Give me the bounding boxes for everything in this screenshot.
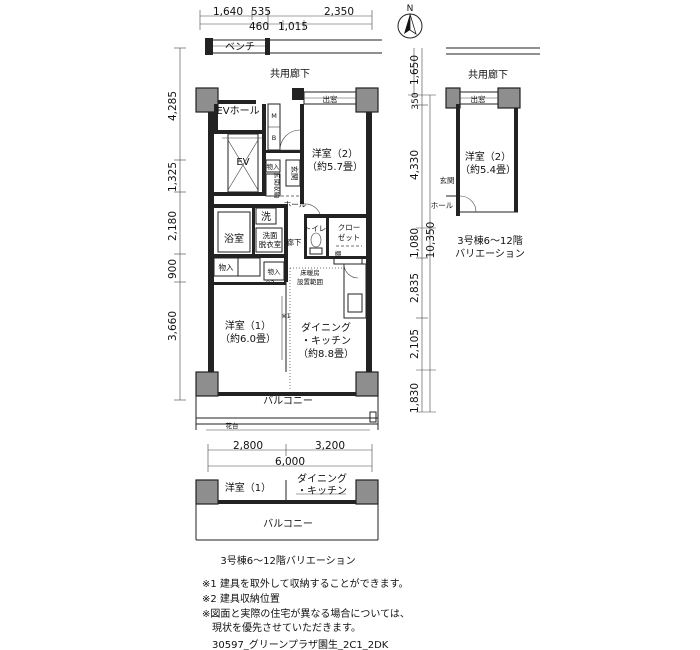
corridor-label: 共用廊下: [270, 67, 310, 80]
storage-small-label: 物入: [267, 162, 281, 171]
toilet-label: トイレ: [304, 224, 327, 233]
dim-top-2: 535: [251, 6, 271, 18]
bot-balcony-label: バルコニー: [263, 518, 313, 530]
north-arrow-icon: [397, 13, 423, 39]
dim-left-2: 1,325: [167, 162, 179, 192]
dim-right-8: 1,830: [409, 383, 421, 413]
dim-left-3: 2,180: [167, 211, 179, 241]
western-room-2: [303, 203, 366, 218]
left-dimension-lines: [174, 47, 186, 401]
var-caption-1: 3号棟6～12階: [457, 234, 522, 247]
mb-label-2: B: [272, 134, 276, 142]
north-label: N: [407, 4, 414, 14]
storage2-label: 物入: [268, 267, 282, 276]
footer-code: 30597_グリーンプラザ園生_2C1_2DK: [212, 638, 389, 650]
planter-label: 花台: [226, 421, 239, 430]
storage-label: 物入: [219, 262, 234, 272]
dk2-label: ・キッチン: [301, 335, 351, 347]
laundry-label: 洗: [261, 211, 271, 223]
var-western2-size: （約5.4畳）: [460, 163, 516, 176]
bath-label: 浴室: [224, 232, 244, 245]
dim-bottom-2: 3,200: [315, 440, 345, 452]
var-caption-2: バリエーション: [455, 248, 525, 260]
dim-left-1: 4,285: [167, 91, 179, 121]
dk-label: ダイニング: [301, 321, 351, 334]
bath-block: [213, 204, 288, 282]
note-line-2: ※2 建具収納位置: [202, 592, 280, 605]
note-line-1: ※1 建具を取外して収納することができます。: [202, 577, 409, 590]
entrance-area: [265, 104, 304, 204]
dim-top-4: 460: [249, 21, 269, 33]
western1-label: 洋室（1）: [225, 319, 271, 332]
bot-dk2-label: ・キッチン: [297, 485, 347, 497]
bot-dk-label: ダイニング: [297, 472, 347, 485]
dim-right-6: 2,835: [409, 273, 421, 303]
bottom-variation-plan: [195, 479, 379, 541]
dim-left-5: 3,660: [167, 311, 179, 341]
var-corridor-label: 共用廊下: [468, 68, 508, 81]
right-dimension-lines: [408, 48, 436, 413]
washroom-label: 洗面: [263, 230, 278, 240]
meter-box: [267, 103, 281, 151]
dim-bottom-3: 6,000: [275, 456, 305, 468]
note-line-4: 現状を優先させていただきます。: [202, 621, 361, 634]
var-entrance-label: 玄関: [440, 175, 455, 185]
dim-right-7: 2,105: [409, 329, 421, 359]
mb-label-1: M: [271, 112, 277, 120]
western2-size: （約5.7畳）: [307, 160, 363, 173]
dim-right-3: 4,330: [409, 150, 421, 180]
dim-right-4: 1,080: [409, 228, 421, 258]
bench: [205, 38, 382, 55]
closet2-label: ゼット: [338, 232, 361, 242]
bot-caption: 3号棟6～12階バリエーション: [220, 554, 355, 567]
dim-right-1: 1,650: [409, 55, 421, 85]
balcony: [195, 396, 379, 431]
floor-heating-label: 床暖房: [300, 268, 320, 277]
hallway-label: 廊下: [287, 237, 302, 247]
main-unit-walls: [195, 87, 379, 397]
bottom-dimension-lines: [207, 444, 373, 472]
dim-right-2: 350: [411, 92, 421, 109]
balcony-label: バルコニー: [263, 395, 313, 407]
dim-bottom-1: 2,800: [233, 440, 263, 452]
ev-area: [214, 104, 266, 196]
var-western2-label: 洋室（2）: [465, 150, 511, 163]
top-dimension-lines: [199, 10, 373, 30]
shoe-storage-label: 玄関収納: [273, 172, 282, 198]
dk-size: （約8.8畳）: [298, 347, 354, 360]
dim-right-5: 10,350: [425, 222, 437, 259]
closet-label: クロー: [338, 223, 361, 232]
dim-top-1: 1,640: [213, 6, 243, 18]
kitchen-counter: [289, 263, 367, 390]
dim-top-3: 2,350: [324, 6, 354, 18]
western2-label: 洋室（2）: [312, 147, 358, 160]
var-bay-label: 出窓: [471, 94, 486, 104]
hall-label: ホール: [284, 200, 307, 209]
note-line-3: ※図面と実際の住宅が異なる場合については、: [202, 607, 410, 620]
washroom2-label: 脱衣室: [259, 239, 282, 249]
bot-western1-label: 洋室（1）: [225, 481, 271, 494]
entrance-label: 玄関: [290, 166, 300, 181]
dim-top-5: 1,015: [278, 21, 308, 33]
bench-label: ベンチ: [225, 41, 255, 53]
ev-label: EV: [236, 157, 249, 168]
bay-window-label: 出窓: [323, 94, 338, 104]
right-variation-plan: [445, 47, 540, 216]
floor-heating2-label: 設置範囲: [297, 277, 323, 286]
dim-left-4: 900: [167, 259, 179, 279]
sliding-partition: [214, 282, 287, 372]
shelf-label: 棚: [335, 249, 342, 258]
western1-size: （約6.0畳）: [220, 332, 276, 345]
ev-hall-label: EVホール: [216, 105, 259, 117]
var-hall-label: ホール: [431, 201, 454, 210]
